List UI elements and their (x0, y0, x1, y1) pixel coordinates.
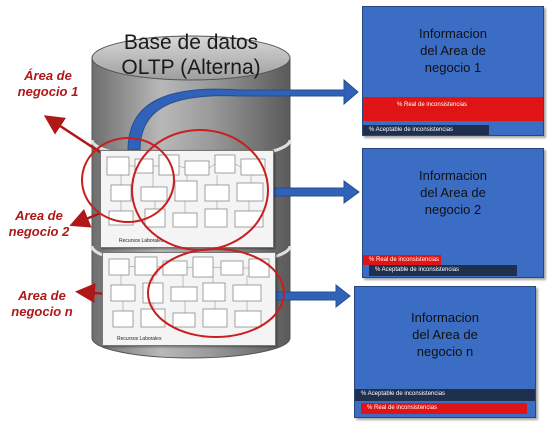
info-box-n-title-line3: negocio n (416, 344, 474, 359)
flow-arrow-2 (261, 180, 360, 204)
cylinder-top (91, 35, 291, 81)
area-label-2: Area de negocio 2 (0, 208, 78, 240)
er-diagram-lower (108, 256, 270, 328)
area-label-n: Area de negocio n (2, 288, 82, 320)
info-box-1-title-line2: del Area de (420, 43, 486, 58)
er-diagram-upper (106, 154, 266, 228)
info-box-2-real-bar: % Real de inconsistencias (363, 255, 441, 265)
database-title-line1: Base de datos (123, 31, 259, 54)
info-box-1-acceptable-label: % Aceptable de inconsistencias (369, 127, 454, 133)
info-box-n-title-line1: Informacion (411, 310, 479, 325)
info-box-2-title-line1: Informacion (419, 168, 487, 183)
database-title-line2: OLTP (Alterna) (121, 56, 261, 79)
info-box-area-2: Informacion del Area de negocio 2 % Real… (362, 148, 544, 278)
info-box-1-title-line3: negocio 1 (424, 60, 482, 75)
schema-sheet-lower: Recursos Laborales (102, 252, 276, 346)
area-label-n-line2: negocio n (11, 304, 73, 319)
info-box-1-real-bar: % Real de inconsistencias (363, 97, 543, 121)
area-label-2-line1: Area de (15, 208, 63, 223)
info-box-2-acceptable-bar: % Aceptable de inconsistencias (369, 265, 517, 276)
info-box-2-title-line2: del Area de (420, 185, 486, 200)
info-box-n-title: Informacion del Area de negocio n (355, 309, 535, 360)
flow-arrow-n (269, 283, 351, 309)
info-box-n-acceptable-label: % Aceptable de inconsistencias (361, 391, 446, 397)
info-box-2-title-line3: negocio 2 (424, 202, 482, 217)
schema-sheet-upper: Recursos Laborales (100, 150, 274, 248)
info-box-2-acceptable-label: % Aceptable de inconsistencias (375, 267, 460, 273)
info-box-area-1: Informacion del Area de negocio 1 % Real… (362, 6, 544, 136)
info-box-1-real-label: % Real de inconsistencias (397, 102, 468, 108)
schema-caption-upper: Recursos Laborales (119, 238, 164, 244)
highlight-circle-area-1 (81, 137, 175, 223)
area-label-1: Área de negocio 1 (6, 68, 90, 100)
flow-arrow-1 (127, 78, 359, 151)
highlight-circle-area-n (147, 248, 285, 338)
highlight-circle-area-2 (131, 129, 269, 251)
info-box-n-title-line2: del Area de (412, 327, 478, 342)
info-box-2-real-label: % Real de inconsistencias (369, 257, 440, 263)
info-box-1-title: Informacion del Area de negocio 1 (363, 25, 543, 76)
info-box-1-acceptable-bar: % Aceptable de inconsistencias (363, 125, 489, 135)
area-label-1-line2: negocio 1 (17, 84, 79, 99)
info-box-2-title: Informacion del Area de negocio 2 (363, 167, 543, 218)
area-label-n-line1: Area de (18, 288, 66, 303)
info-box-n-acceptable-bar: % Aceptable de inconsistencias (355, 389, 535, 401)
database-title: Base de datos OLTP (Alterna) (104, 30, 278, 80)
info-box-1-title-line1: Informacion (419, 26, 487, 41)
area-label-1-line1: Área de (24, 68, 72, 83)
info-box-n-real-bar: % Real de inconsistencias (361, 403, 527, 414)
info-box-n-real-label: % Real de inconsistencias (367, 405, 438, 411)
schema-caption-lower: Recursos Laborales (117, 336, 162, 342)
info-box-area-n: Informacion del Area de negocio n % Acep… (354, 286, 536, 418)
area-label-2-line2: negocio 2 (8, 224, 70, 239)
